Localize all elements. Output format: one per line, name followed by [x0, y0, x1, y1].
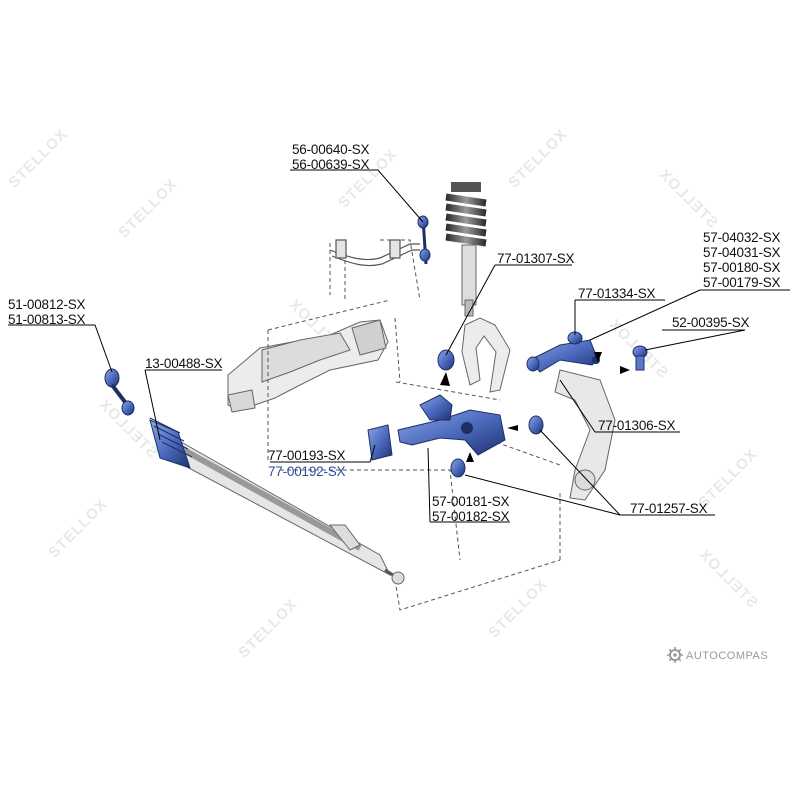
label-upper-arm-bushing: 77-01334-SX: [578, 286, 656, 301]
label-strut-bushing: 77-01307-SX: [497, 251, 575, 266]
bushings: [367, 349, 544, 478]
stabilizer-bar: [329, 239, 420, 267]
ball-joint: [632, 345, 648, 371]
label-lower-arm-a: 57-00181-SX: [432, 494, 510, 509]
arrow-icon: [594, 352, 602, 362]
label-tie-rod-end-a: 51-00812-SX: [8, 297, 86, 312]
label-lower-arm-bushing: 77-01257-SX: [630, 501, 708, 516]
arrow-icon: [440, 372, 450, 386]
knuckle-fork: [461, 317, 511, 393]
arrow-icon: [507, 425, 518, 431]
label-upper-arm-c: 57-00180-SX: [703, 260, 781, 275]
label-bushing-a: 77-00193-SX: [268, 448, 346, 463]
upper-control-arm: [526, 331, 600, 373]
lower-control-arm: [397, 394, 506, 456]
arrow-icon: [466, 452, 474, 462]
label-upper-arm-d: 57-00179-SX: [703, 275, 781, 290]
label-upper-arm-a: 57-04032-SX: [703, 230, 781, 245]
label-stab-link-a: 56-00640-SX: [292, 142, 370, 157]
gear-icon: [667, 647, 683, 663]
label-bushing-b: 77-00192-SX: [268, 464, 346, 479]
steering-knuckle: [554, 369, 616, 501]
arrow-icon: [620, 366, 630, 374]
label-knuckle-bushing: 77-01306-SX: [598, 418, 676, 433]
label-steering-rack: 13-00488-SX: [145, 356, 223, 371]
stabilizer-link: [417, 215, 431, 265]
subframe: [227, 319, 389, 413]
brand-text: AUTOCOMPAS: [686, 650, 769, 662]
coil-spring-strut: [445, 182, 487, 317]
label-lower-arm-b: 57-00182-SX: [432, 509, 510, 524]
guide-lines: [267, 239, 561, 611]
label-stab-link-b: 56-00639-SX: [292, 157, 370, 172]
label-ball-joint: 52-00395-SX: [672, 315, 750, 330]
steering-rack: [149, 417, 405, 585]
leader-lines: [8, 169, 790, 523]
tie-rod-end: [104, 368, 135, 416]
label-upper-arm-b: 57-04031-SX: [703, 245, 781, 260]
arrows: [440, 352, 630, 462]
label-tie-rod-end-b: 51-00813-SX: [8, 312, 86, 327]
